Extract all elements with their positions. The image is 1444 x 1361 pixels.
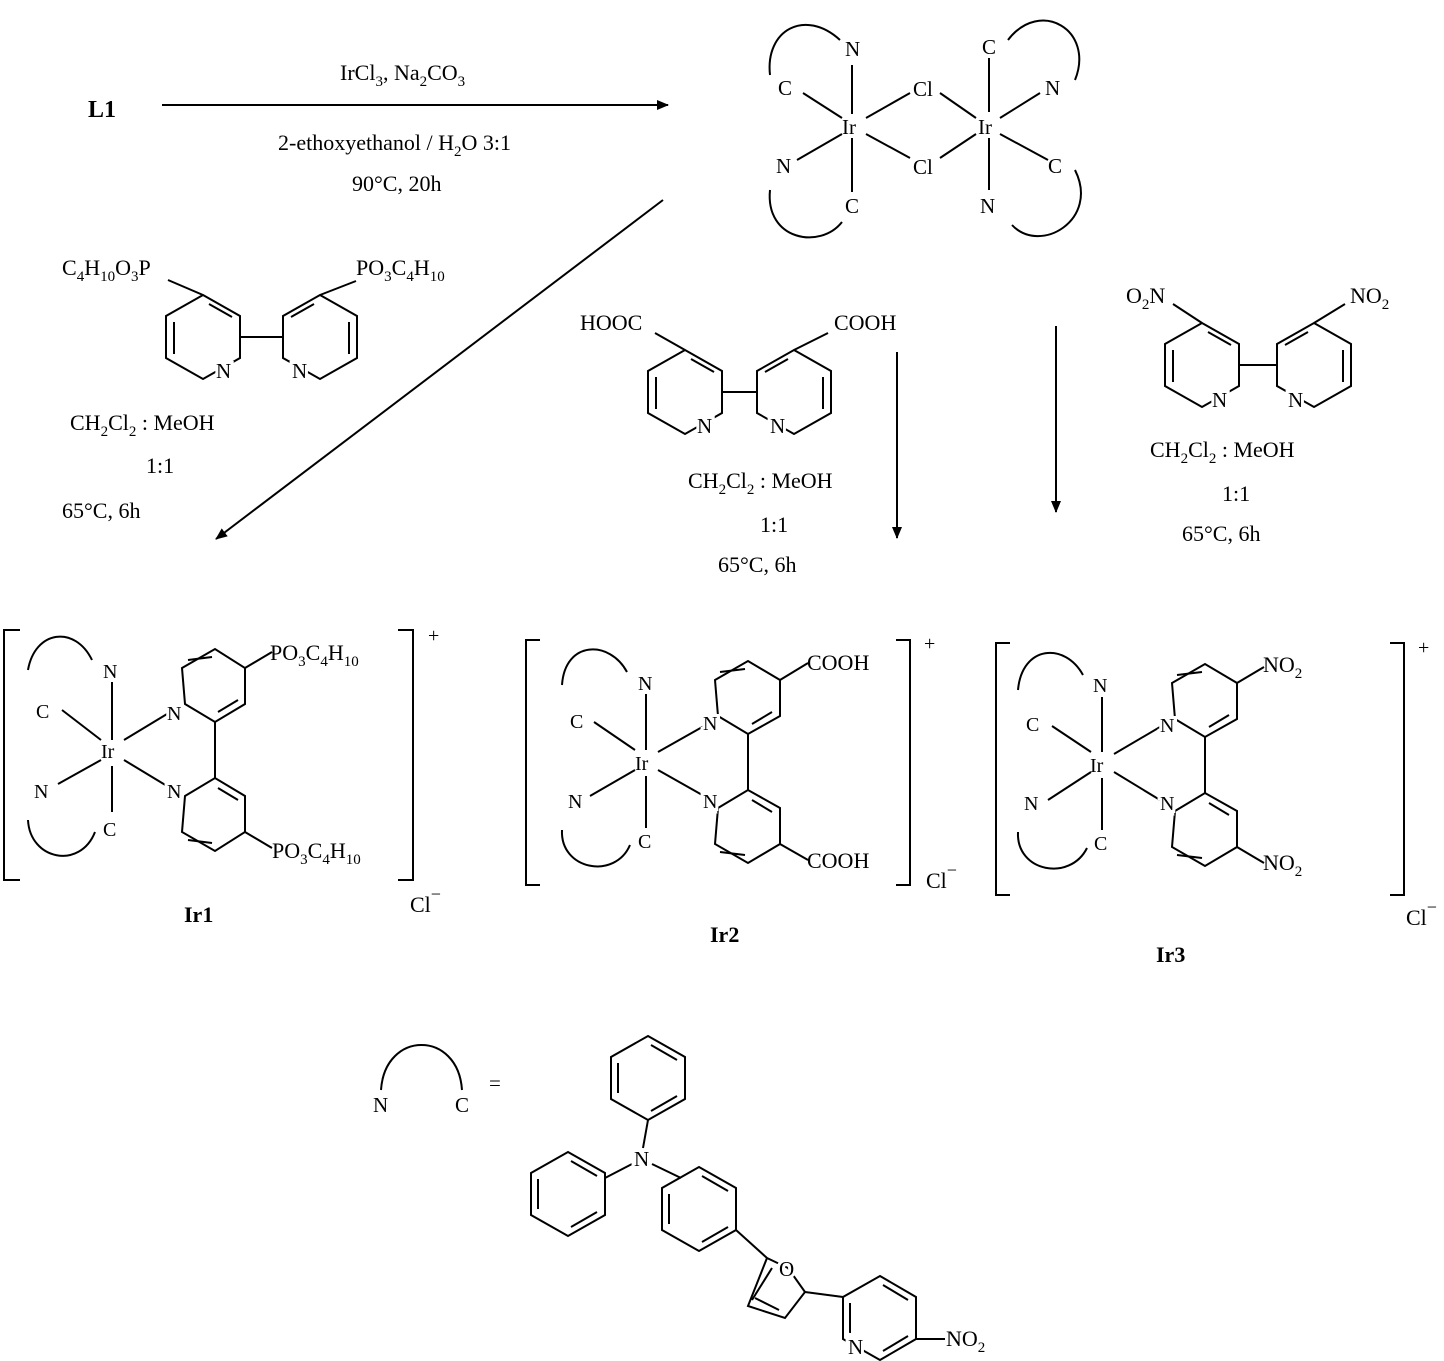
dimer-cl-bottom: Cl bbox=[913, 155, 933, 179]
ir3-counterion: Cl− bbox=[1406, 897, 1437, 930]
conditions-ir1-temp: 65°C, 6h bbox=[62, 498, 140, 523]
ir3-c-bottom: C bbox=[1094, 833, 1107, 855]
legend-pyridine-n: N bbox=[848, 1335, 863, 1359]
ir2-carboxy-top: COOH bbox=[807, 650, 869, 675]
arrow-to-ir1 bbox=[215, 199, 664, 540]
conditions-ir3-ratio: 1:1 bbox=[1222, 481, 1250, 506]
ir1-label: Ir1 bbox=[184, 902, 213, 927]
dimer-cl-top: Cl bbox=[913, 77, 933, 101]
phosphonate-n-left: N bbox=[216, 359, 231, 383]
ir1-c-left: C bbox=[36, 701, 49, 723]
ir2-charge: + bbox=[924, 633, 935, 655]
conditions-ir2-ratio: 1:1 bbox=[760, 512, 788, 537]
ir2-c-left: C bbox=[570, 711, 583, 733]
reaction-arrows bbox=[162, 100, 1061, 540]
ir3-c-left: C bbox=[1026, 714, 1039, 736]
ir3-charge: + bbox=[1418, 637, 1429, 659]
step1-reagents: IrCl3, Na2CO3 bbox=[340, 60, 465, 90]
conditions-ir2-temp: 65°C, 6h bbox=[718, 552, 796, 577]
ir3-label: Ir3 bbox=[1156, 942, 1185, 967]
ir1-c-bottom: C bbox=[103, 819, 116, 841]
ligand-phosphonate-bipyridine: C4H10O3P PO3C4H10 N N bbox=[62, 255, 445, 386]
start-label: L1 bbox=[88, 97, 116, 123]
dimer-c-bottom-left: C bbox=[845, 194, 859, 218]
ir2-n-pyridine-top: N bbox=[703, 713, 717, 735]
ir2-label: Ir2 bbox=[710, 922, 739, 947]
legend-c: C bbox=[455, 1093, 469, 1117]
ir1-counterion: Cl− bbox=[410, 884, 441, 917]
ir2-n-left: N bbox=[568, 791, 582, 813]
legend-equals: = bbox=[489, 1071, 501, 1095]
dimer-n-right: N bbox=[1045, 76, 1060, 100]
dimer-n-left: N bbox=[776, 154, 791, 178]
ir2-n-top: N bbox=[638, 673, 652, 695]
nitro-n-left: N bbox=[1212, 388, 1227, 412]
phosphonate-n-right: N bbox=[292, 359, 307, 383]
dimer-ir-left: Ir bbox=[842, 115, 856, 139]
ir1-n-pyridine-top: N bbox=[167, 703, 181, 725]
carboxy-left-group: HOOC bbox=[580, 310, 642, 335]
iridium-dimer: N C Ir Cl Cl Ir N C C N C N bbox=[768, 19, 1082, 239]
ir3-nitro-top: NO2 bbox=[1263, 652, 1302, 682]
step1-solvent: 2-ethoxyethanol / H2O 3:1 bbox=[278, 130, 511, 160]
ligand-dinitro-bipyridine: O2N NO2 N N bbox=[1126, 283, 1389, 415]
dimer-n-top-left: N bbox=[845, 37, 860, 61]
conditions-ir1-solvent: CH2Cl2 : MeOH bbox=[70, 410, 215, 440]
nitro-right-group: NO2 bbox=[1350, 283, 1389, 313]
carboxy-n-right: N bbox=[770, 414, 785, 438]
legend-amine-n: N bbox=[634, 1147, 649, 1171]
product-ir2: N C Ir N C N N COOH COOH + Cl− Ir2 bbox=[525, 633, 957, 947]
legend-n: N bbox=[373, 1093, 388, 1117]
product-ir1: N C Ir N C N N PO3C4H10 PO3C4H10 + Cl− I… bbox=[3, 625, 441, 927]
ir1-charge: + bbox=[428, 625, 439, 647]
product-ir3: N C Ir N C N N NO2 NO2 + Cl− Ir3 bbox=[995, 637, 1437, 967]
ir3-n-pyridine-bottom: N bbox=[1160, 793, 1174, 815]
phosphonate-right-group: PO3C4H10 bbox=[356, 255, 445, 285]
conditions-ir1-ratio: 1:1 bbox=[146, 453, 174, 478]
carboxy-n-left: N bbox=[697, 414, 712, 438]
ir1-phosphonate-bottom: PO3C4H10 bbox=[272, 838, 361, 868]
ir1-n-pyridine-bottom: N bbox=[167, 781, 181, 803]
ligand-dicarboxy-bipyridine: HOOC COOH N N bbox=[580, 310, 896, 441]
carboxy-right-group: COOH bbox=[834, 310, 896, 335]
ir2-counterion: Cl− bbox=[926, 860, 957, 893]
dimer-c-right: C bbox=[1048, 154, 1062, 178]
nitro-left-group: O2N bbox=[1126, 283, 1165, 313]
ir3-n-pyridine-top: N bbox=[1160, 715, 1174, 737]
ir2-ir: Ir bbox=[635, 753, 649, 775]
ir3-nitro-bottom: NO2 bbox=[1263, 850, 1302, 880]
ir1-n-left: N bbox=[34, 781, 48, 803]
ir3-n-left: N bbox=[1024, 793, 1038, 815]
ir2-c-bottom: C bbox=[638, 831, 651, 853]
nitro-n-right: N bbox=[1288, 388, 1303, 412]
ir2-n-pyridine-bottom: N bbox=[703, 791, 717, 813]
ir3-ir: Ir bbox=[1090, 755, 1104, 777]
ir1-n-top: N bbox=[103, 661, 117, 683]
ir1-ir: Ir bbox=[101, 741, 115, 763]
dimer-c-left: C bbox=[778, 76, 792, 100]
ir2-carboxy-bottom: COOH bbox=[807, 848, 869, 873]
ligand-definition: N C = N O N NO2 bbox=[373, 1034, 985, 1361]
legend-furan-o: O bbox=[779, 1257, 794, 1281]
dimer-ir-right: Ir bbox=[978, 115, 992, 139]
dimer-c-top-right: C bbox=[982, 35, 996, 59]
legend-nitro-group: NO2 bbox=[946, 1326, 985, 1356]
step1-temperature: 90°C, 20h bbox=[352, 171, 441, 196]
ir1-phosphonate-top: PO3C4H10 bbox=[270, 640, 359, 670]
conditions-ir3-solvent: CH2Cl2 : MeOH bbox=[1150, 437, 1295, 467]
ir3-n-top: N bbox=[1093, 675, 1107, 697]
dimer-n-bottom-right: N bbox=[980, 194, 995, 218]
conditions-ir3-temp: 65°C, 6h bbox=[1182, 521, 1260, 546]
phosphonate-left-group: C4H10O3P bbox=[62, 255, 151, 285]
conditions-ir2-solvent: CH2Cl2 : MeOH bbox=[688, 468, 833, 498]
